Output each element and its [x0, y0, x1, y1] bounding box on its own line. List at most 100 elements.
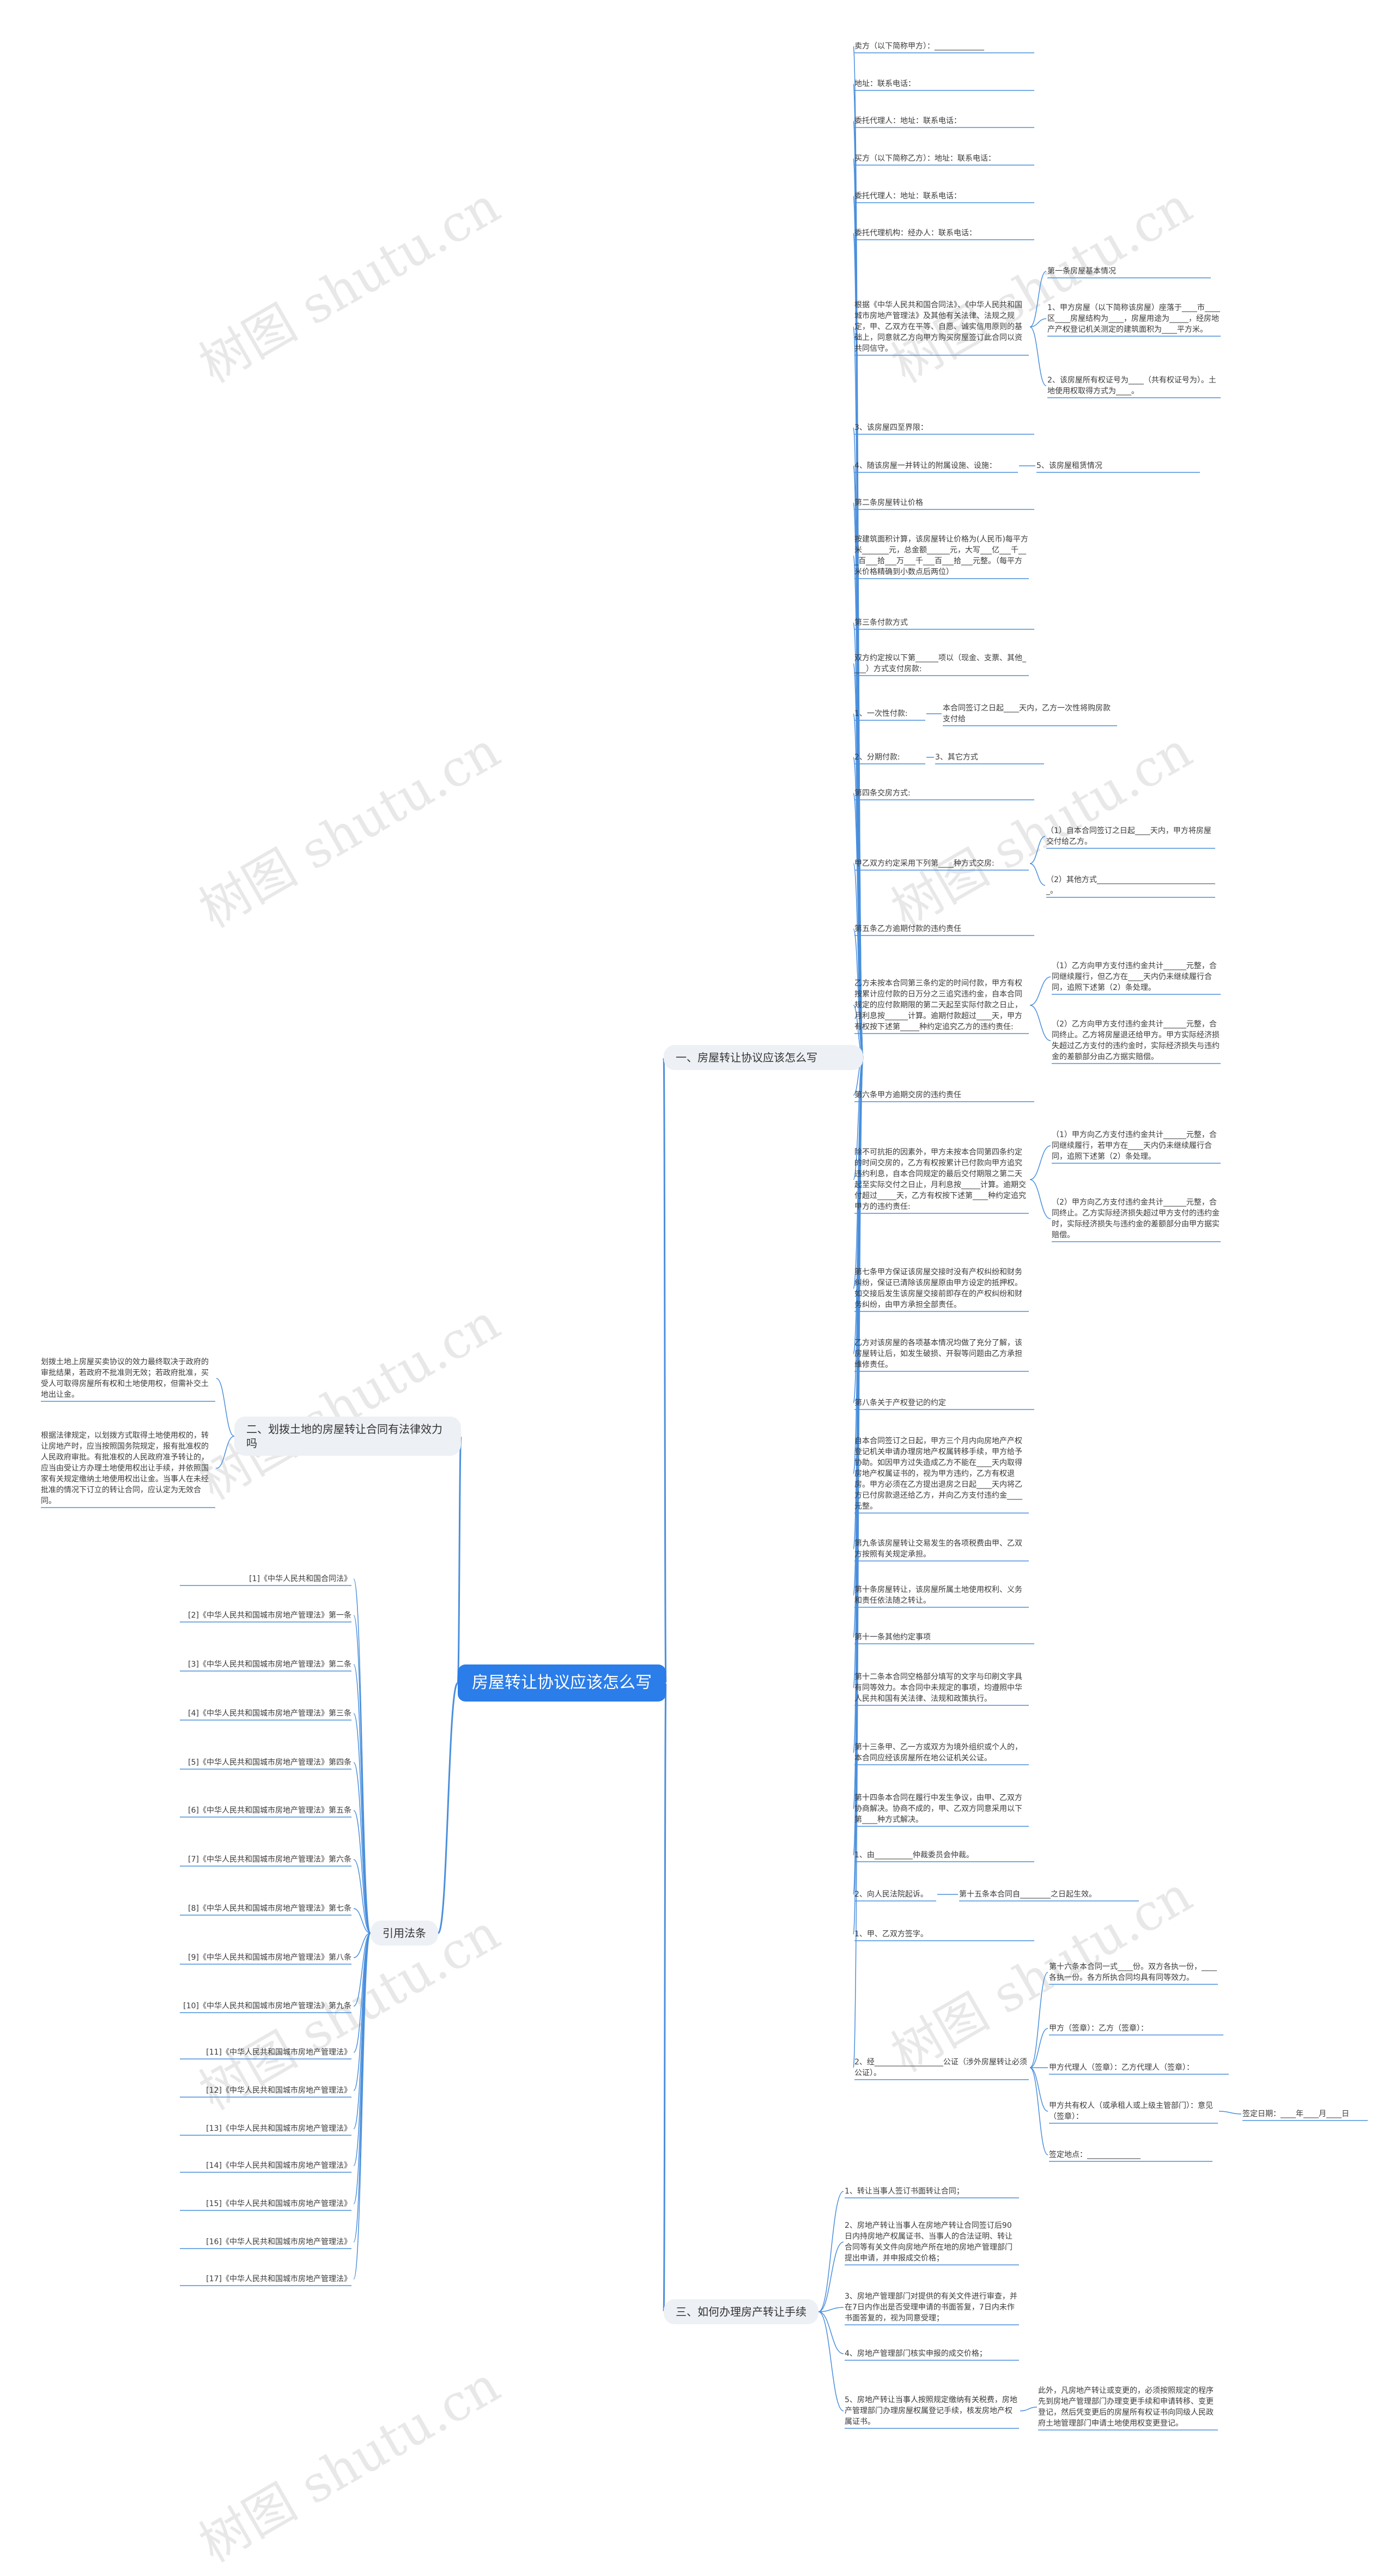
clause-item: 2、经__________________公证（涉外房屋转让必须公证）。: [854, 2058, 1027, 2077]
clause-item: 委托代理人：地址：联系电话：: [854, 117, 961, 125]
connector-line: [818, 2191, 844, 2312]
sub-clause: 甲方（签章）：乙方（签章）：: [1049, 2024, 1148, 2033]
connector-line: [353, 1578, 371, 1934]
sub-clause: （2）其他方式________________________________。: [1046, 876, 1215, 895]
law-citation: [17]《中华人民共和国城市房地产管理法》: [206, 2275, 351, 2283]
connector-line: [353, 1615, 371, 1934]
connector-line: [353, 1908, 371, 1934]
sub-clause: 签定日期：____年____月____日: [1242, 2110, 1349, 2118]
clause-item: 根据《中华人民共和国合同法》、《中华人民共和国城市房地产管理法》及其他有关法律、…: [854, 301, 1022, 353]
connector-line: [457, 1435, 462, 1684]
connector-line: [353, 1933, 371, 2204]
clause-item: 第七条甲方保证该房屋交接时没有产权纠纷和财务纠纷，保证已清除该房屋原由甲方设定的…: [854, 1268, 1022, 1309]
clause-item: 4、随该房屋一并转让的附属设施、设施：: [854, 461, 997, 470]
clause-item: 第六条甲方逾期交房的违约责任: [854, 1091, 961, 1099]
connector-line: [353, 1933, 371, 2053]
explanation-text: 划拨土地上房屋买卖协议的效力最终取决于政府的审批结果，若政府不批准则无效；若政府…: [41, 1358, 209, 1399]
sub-clause: 本合同签订之日起____天内，乙方一次性将购房款支付给: [943, 704, 1111, 724]
sub-clause: （2）乙方向甲方支付违约金共计______元整，合同终止。乙方将房屋退还给甲方。…: [1052, 1020, 1220, 1061]
connector-line: [818, 2311, 844, 2411]
connector-line: [1029, 836, 1046, 864]
sub-clause: （1）乙方向甲方支付违约金共计______元整，合同继续履行，但乙方在____天…: [1052, 962, 1217, 992]
clause-item: 2、向人民法院起诉。: [854, 1890, 928, 1899]
procedure-note: 此外，凡房地产转让或变更的，必须按照规定的程序先到房地产管理部门办理变更手续和申…: [1038, 2386, 1214, 2428]
sub-clause: （2）甲方向乙方支付违约金共计______元整，合同终止。乙方实际经济损失超过甲…: [1052, 1198, 1220, 1240]
connector-line: [1029, 1972, 1048, 2068]
clause-item: 乙方对该房屋的各项基本情况均做了充分了解，该房屋转让后，如发生破损、开裂等问题由…: [854, 1339, 1022, 1369]
branch-how-to-write[interactable]: 一、房屋转让协议应该怎么写: [664, 1045, 863, 1070]
clause-item: 1、由__________仲裁委员会仲裁。: [854, 1851, 974, 1860]
clause-item: 按建筑面积计算，该房屋转让价格为(人民币)每平方米_______元，总金额___…: [854, 535, 1028, 576]
sub-clause: 1、甲方房屋（以下简称该房屋）座落于____市____区____房屋结构为___…: [1047, 303, 1220, 334]
connector-line: [353, 1762, 371, 1934]
clause-item: 第十二条本合同空格部分填写的文字与印刷文字具有同等效力。本合同中未规定的事项，均…: [854, 1673, 1022, 1703]
sub-clause: （1）甲方向乙方支付违约金共计______元整，合同继续履行，若甲方在____天…: [1052, 1131, 1217, 1161]
law-citation: [7]《中华人民共和国城市房地产管理法》第六条: [188, 1855, 351, 1864]
clause-item: 1、一次性付款:: [854, 709, 908, 718]
clause-item: 1、甲、乙双方签字。: [854, 1930, 928, 1939]
sub-clause: 签定地点：______________: [1049, 2150, 1141, 2159]
connector-line: [1029, 976, 1051, 1006]
connector-line: [216, 1378, 235, 1437]
procedure-step: 1、转让当事人签订书面转让合同；: [845, 2187, 964, 2196]
connector-line: [818, 2311, 844, 2354]
procedure-step: 5、房地产转让当事人按照规定缴纳有关税费，房地产管理部门办理房屋权属登记手续，核…: [845, 2396, 1017, 2426]
connector-line: [353, 1933, 371, 2280]
clause-item: 甲乙双方约定采用下列第____种方式交房:: [854, 859, 994, 868]
clause-item: 第八条关于产权登记的约定: [854, 1399, 946, 1407]
law-citation: [11]《中华人民共和国城市房地产管理法》: [206, 2048, 351, 2057]
clause-item: 第二条房屋转让价格: [854, 499, 923, 507]
clause-item: 卖方（以下简称甲方）：_____________: [854, 42, 984, 51]
connector-line: [1218, 2111, 1242, 2115]
sub-clause: 5、该房屋租赁情况: [1036, 461, 1102, 470]
law-citation: [4]《中华人民共和国城市房地产管理法》第三条: [188, 1709, 351, 1718]
connector-line: [353, 1859, 371, 1934]
law-citation: [5]《中华人民共和国城市房地产管理法》第四条: [188, 1758, 351, 1767]
law-citation: [9]《中华人民共和国城市房地产管理法》第八条: [188, 1953, 351, 1962]
connector-line: [1029, 1005, 1051, 1041]
clause-item: 第三条付款方式: [854, 618, 908, 627]
clause-item: 委托代理人：地址：联系电话：: [854, 192, 961, 201]
connector-line: [1029, 1179, 1051, 1219]
connector-line: [1029, 2067, 1048, 2112]
sub-clause: 第一条房屋基本情况: [1047, 267, 1116, 276]
connector-line: [1029, 318, 1047, 327]
connector-line: [353, 1713, 371, 1934]
connector-line: [1029, 863, 1046, 886]
law-citation: [16]《中华人民共和国城市房地产管理法》: [206, 2238, 351, 2246]
explanation-text: 根据法律规定，以划拨方式取得土地使用权的，转让房地产时，应当按照国务院规定，报有…: [41, 1431, 209, 1505]
connector-line: [853, 1057, 864, 2068]
clause-item: 除不可抗拒的因素外，甲方未按本合同第四条约定的时间交房的，乙方有权按累计已付款向…: [854, 1148, 1026, 1211]
procedure-step: 2、房地产转让当事人在房地产转让合同签订后90日内持房地产权属证书、当事人的合法…: [845, 2221, 1012, 2263]
procedure-step: 4、房地产管理部门核实申报的成交价格；: [845, 2349, 987, 2358]
sub-clause: （1）自本合同签订之日起____天内，甲方将房屋交付给乙方。: [1046, 827, 1211, 846]
law-citation: [13]《中华人民共和国城市房地产管理法》: [206, 2124, 351, 2133]
connector-line: [663, 1056, 667, 1684]
sub-clause: 3、其它方式: [935, 753, 978, 762]
law-citation: [6]《中华人民共和国城市房地产管理法》第五条: [188, 1806, 351, 1815]
connector-line: [1029, 326, 1047, 386]
connector-line: [216, 1436, 235, 1469]
law-citation: [14]《中华人民共和国城市房地产管理法》: [206, 2161, 351, 2170]
sub-clause: 甲方共有权人（或承租人或上级主管部门）：意见（签章）：: [1049, 2101, 1213, 2121]
connector-line: [353, 1810, 371, 1934]
clause-item: 自本合同签订之日起，甲方三个月内向房地产产权登记机关申请办理房地产权属转移手续，…: [854, 1437, 1022, 1511]
clause-item: 第十四条本合同在履行中发生争议，由甲、乙双方协商解决。协商不成的，甲、乙双方同意…: [854, 1794, 1022, 1824]
clause-item: 双方约定按以下第______项以（现金、支票、其他____）方式支付房款:: [854, 654, 1026, 673]
connector-line: [1029, 271, 1047, 327]
connector-line: [818, 2307, 844, 2312]
law-citation: [8]《中华人民共和国城市房地产管理法》第七条: [188, 1904, 351, 1913]
law-citation: [3]《中华人民共和国城市房地产管理法》第二条: [188, 1660, 351, 1669]
branch-allocated-land-validity[interactable]: 二、划拨土地的房屋转让合同有法律效力吗: [234, 1417, 461, 1456]
root-topic[interactable]: 房屋转让协议应该怎么写: [458, 1664, 666, 1702]
sub-clause: 2、该房屋所有权证号为____（共有权证号为）。土地使用权取得方式为____。: [1047, 376, 1216, 396]
law-citation: [1]《中华人民共和国合同法》: [249, 1575, 351, 1583]
sub-clause: 甲方代理人（签章）：乙方代理人（签章）：: [1049, 2063, 1194, 2072]
branch-cited-laws[interactable]: 引用法条: [371, 1921, 438, 1946]
clause-item: 乙方未按本合同第三条约定的时间付款，甲方有权按累计应付款的日万分之三追究违约金，…: [854, 979, 1022, 1031]
connector-line: [1029, 1145, 1051, 1180]
clause-item: 第十一条其他约定事项: [854, 1633, 931, 1642]
clause-item: 买方（以下简称乙方）：地址：联系电话：: [854, 154, 996, 163]
connector-line: [818, 2241, 844, 2312]
branch-transfer-procedure[interactable]: 三、如何办理房产转让手续: [664, 2299, 818, 2324]
